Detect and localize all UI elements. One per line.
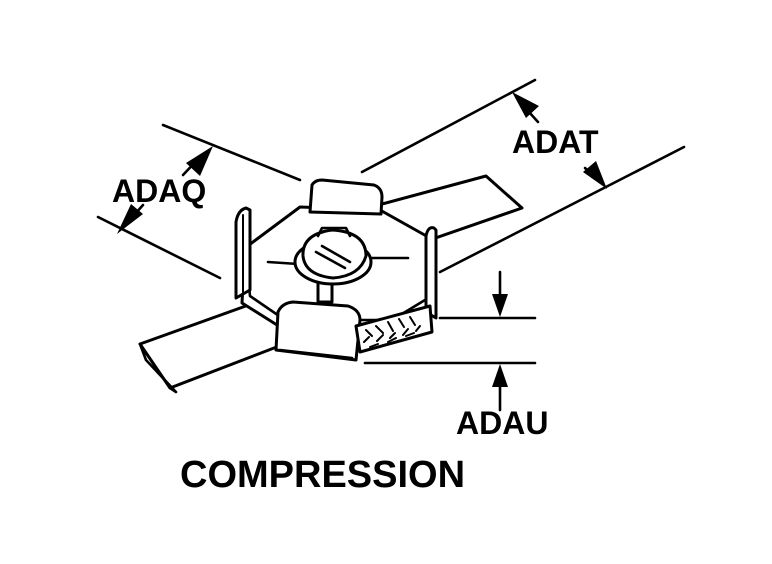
- caption-compression: COMPRESSION: [180, 454, 465, 496]
- label-adau: ADAU: [456, 405, 548, 441]
- extension-lines: [96, 78, 686, 365]
- dimension-arrow-adau: [492, 270, 508, 412]
- grip-pad: [354, 304, 434, 354]
- rear-tab: [308, 178, 384, 216]
- front-jaw: [274, 300, 362, 362]
- compression-screw: [293, 226, 373, 286]
- dimension-arrow-adaq: [117, 146, 213, 234]
- clamp-part: [138, 174, 524, 394]
- label-adat: ADAT: [512, 124, 599, 160]
- label-adaq: ADAQ: [112, 173, 206, 209]
- right-bracket: [424, 226, 438, 320]
- dimension-arrow-adat: [512, 92, 607, 189]
